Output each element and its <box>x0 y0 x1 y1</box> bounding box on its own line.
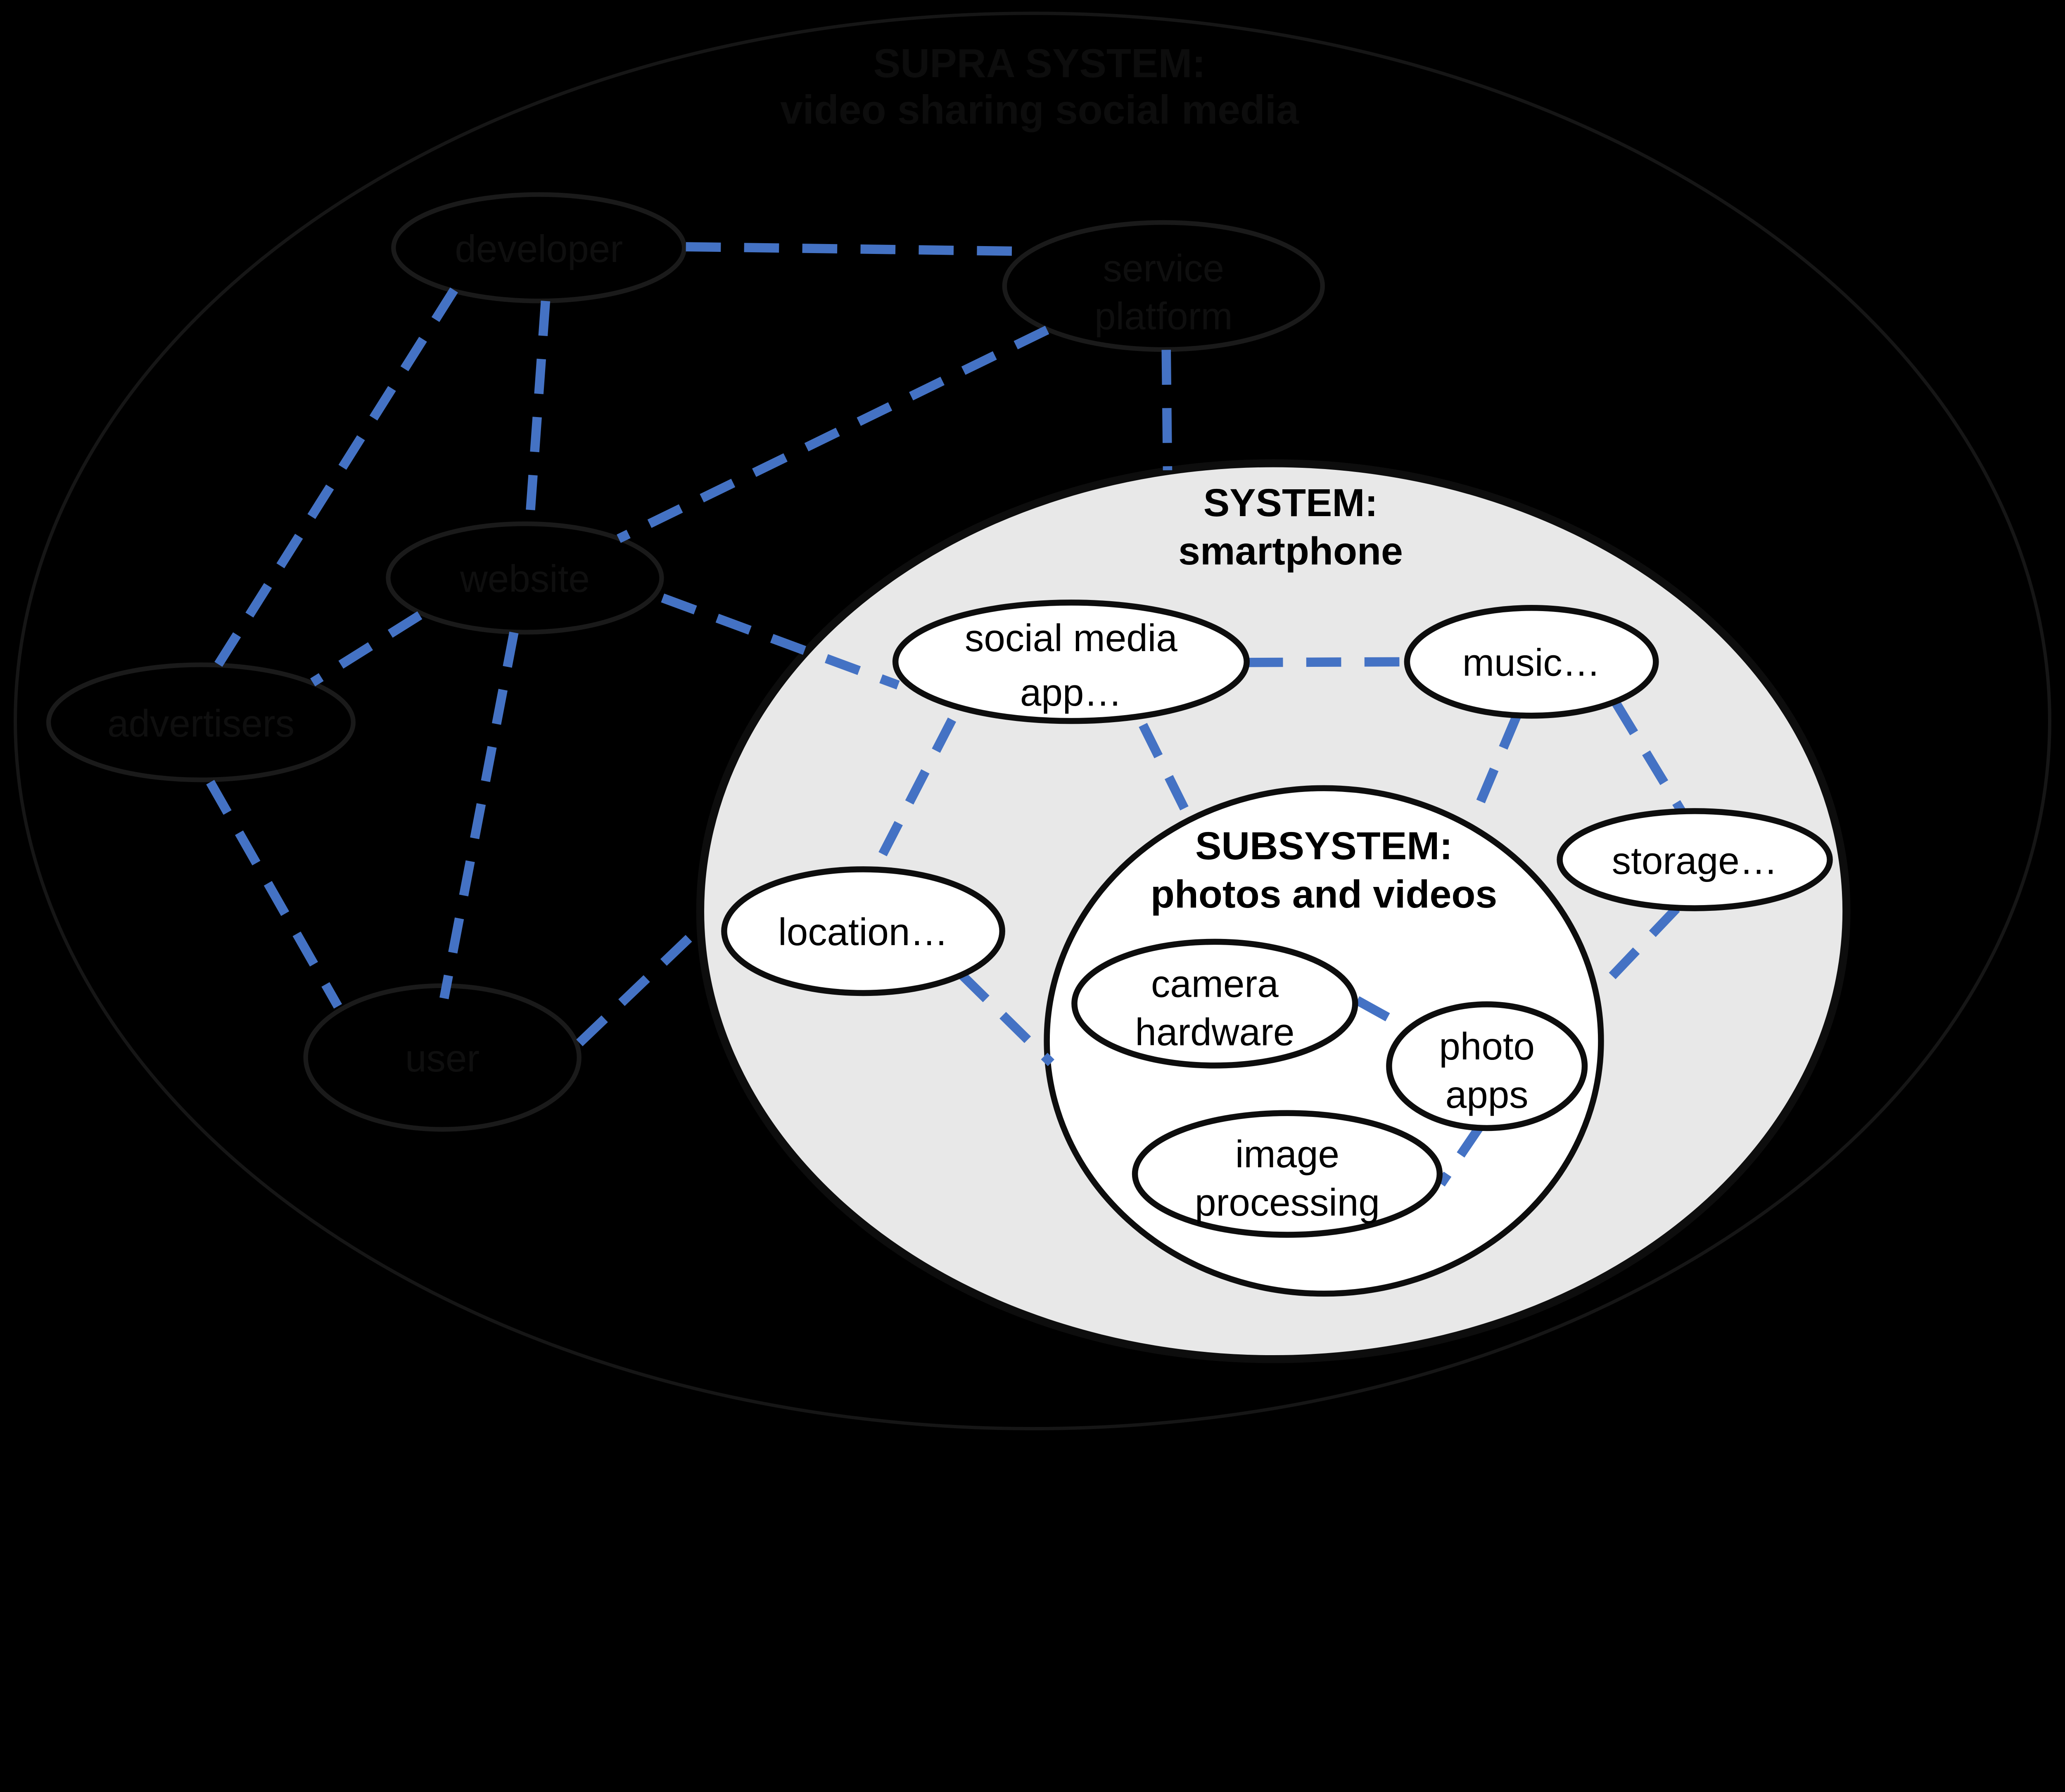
service-platform-label-line2: platform <box>1094 294 1233 337</box>
connector-photo-apps-image-processing <box>1437 1123 1484 1187</box>
node-location: location… <box>721 866 1005 996</box>
developer-ellipse <box>391 192 687 303</box>
system-of-systems-diagram: SUPRA SYSTEM: video sharing social media… <box>14 12 2051 1431</box>
website-ellipse <box>386 521 664 635</box>
connector-developer-advertisers <box>214 287 458 668</box>
system-label-line1: SYSTEM: <box>1203 481 1378 525</box>
advertisers-label: advertisers <box>107 702 294 745</box>
node-image-processing: image processing <box>1132 1110 1443 1238</box>
connector-music-storage <box>1612 700 1687 815</box>
service-platform-ellipse <box>1002 220 1325 352</box>
social-media-app-label-line2: app… <box>1020 671 1122 714</box>
connector-website-user <box>439 631 519 999</box>
connector-storage-photo-apps <box>1593 905 1680 996</box>
advertisers-ellipse <box>46 662 356 782</box>
connector-website-social-media-app <box>661 593 900 690</box>
photo-apps-label-line2: apps <box>1446 1073 1529 1116</box>
storage-ellipse <box>1557 808 1833 911</box>
photo-apps-label-line1: photo <box>1439 1025 1535 1068</box>
connector-service-platform-website <box>617 325 1049 543</box>
music-label: music… <box>1462 641 1600 684</box>
camera-hardware-label-line2: hardware <box>1135 1010 1294 1053</box>
website-label: website <box>460 557 590 600</box>
node-user: user <box>303 983 582 1132</box>
node-website: website <box>386 521 664 635</box>
user-label: user <box>405 1037 479 1080</box>
connector-website-advertisers <box>310 611 422 687</box>
node-music: music… <box>1404 605 1659 719</box>
connector-developer-service-platform <box>686 242 1034 256</box>
subsystem-label-line2: photos and videos <box>1151 872 1497 916</box>
diagram-canvas: SUPRA SYSTEM: video sharing social media… <box>14 12 2051 1431</box>
image-processing-ellipse <box>1132 1110 1443 1238</box>
connector-music-subsystem <box>1468 713 1521 823</box>
connector-service-platform-system <box>1161 350 1173 470</box>
social-media-app-label-line1: social media <box>965 616 1177 659</box>
camera-hardware-label-line1: camera <box>1151 962 1279 1005</box>
supra-system-title-line2: video sharing social media <box>780 87 1299 133</box>
location-ellipse <box>721 866 1005 996</box>
subsystem-label-line1: SUBSYSTEM: <box>1195 824 1453 868</box>
node-service-platform: service platform <box>1002 220 1325 352</box>
connector-social-media-app-music <box>1248 657 1407 667</box>
social-media-app-ellipse <box>892 600 1250 724</box>
photo-apps-ellipse <box>1386 1001 1588 1131</box>
system-label-line2: smartphone <box>1178 529 1403 573</box>
node-storage: storage… <box>1557 808 1833 911</box>
supra-system-title-line1: SUPRA SYSTEM: <box>873 40 1206 86</box>
connector-social-media-app-location <box>869 717 957 874</box>
node-photo-apps: photo apps <box>1386 1001 1588 1131</box>
location-label: location… <box>778 910 948 953</box>
camera-hardware-ellipse <box>1071 939 1358 1069</box>
connector-social-media-app-subsystem <box>1139 723 1193 818</box>
image-processing-label-line2: processing <box>1195 1181 1380 1224</box>
storage-label: storage… <box>1612 839 1778 882</box>
node-developer: developer <box>391 192 687 303</box>
node-advertisers: advertisers <box>46 662 356 782</box>
node-social-media-app: social media app… <box>892 600 1250 724</box>
connector-location-camera-hardware <box>958 971 1055 1067</box>
supra-system-boundary-ellipse <box>14 12 2051 1431</box>
image-processing-label-line1: image <box>1235 1133 1339 1176</box>
connector-advertisers-user <box>206 780 342 1009</box>
system-component-nodes: social media app… music… storage… locati… <box>721 600 1833 1238</box>
music-ellipse <box>1404 605 1659 719</box>
developer-label: developer <box>455 228 623 270</box>
node-camera-hardware: camera hardware <box>1071 939 1358 1069</box>
connector-user-system <box>576 922 706 1046</box>
connectors <box>206 242 1687 1187</box>
connector-developer-website <box>525 301 551 523</box>
service-platform-label-line1: service <box>1103 247 1224 289</box>
